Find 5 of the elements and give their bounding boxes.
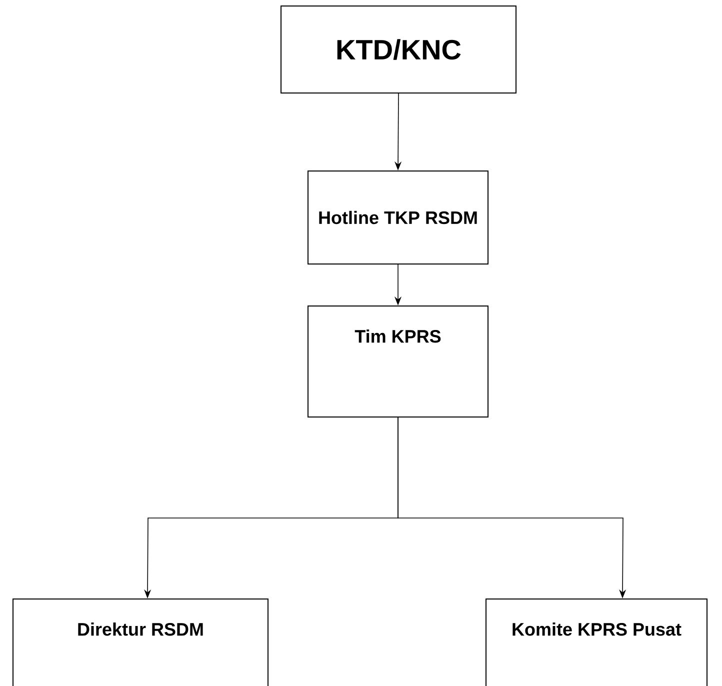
process-box: Direktur RSDM — [12, 598, 268, 686]
process-box: Komite KPRS Pusat — [486, 598, 708, 686]
process-box: KTD/KNC — [280, 6, 516, 94]
process-box: Tim KPRS — [308, 306, 488, 418]
process-box: Hotline TKP RSDM — [308, 170, 488, 264]
